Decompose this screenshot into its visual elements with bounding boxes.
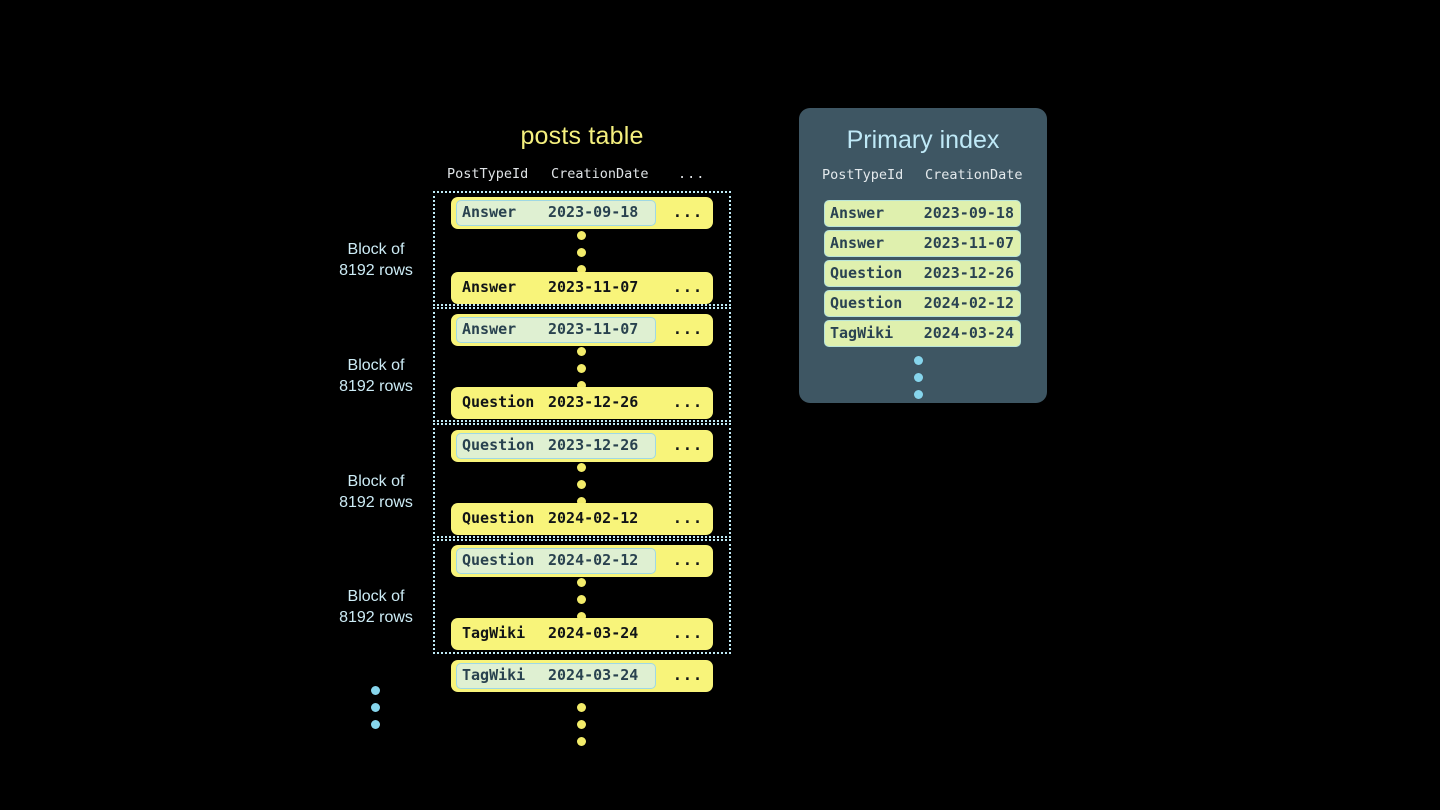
row-ellipsis: ... <box>672 320 703 338</box>
row-ellipsis: ... <box>672 436 703 454</box>
row-ellipsis: ... <box>672 393 703 411</box>
index-row-posttypeid: Question <box>830 264 903 282</box>
row-creationdate: 2023-11-07 <box>548 278 639 296</box>
table-row[interactable]: Question 2023-12-26 ... <box>451 430 713 462</box>
row-creationdate: 2023-12-26 <box>548 436 639 454</box>
row-posttypeid: Answer <box>462 278 517 296</box>
row-posttypeid: TagWiki <box>462 624 526 642</box>
block-1-label: Block of 8192 rows <box>316 239 436 281</box>
block-2 <box>433 307 731 422</box>
index-row-creationdate: 2023-09-18 <box>923 204 1014 222</box>
column-header-creationdate: CreationDate <box>551 166 649 182</box>
row-creationdate: 2023-09-18 <box>548 203 639 221</box>
row-posttypeid: Question <box>462 436 535 454</box>
row-posttypeid: Answer <box>462 320 517 338</box>
block-4-label: Block of 8192 rows <box>316 586 436 628</box>
row-creationdate: 2024-03-24 <box>548 666 639 684</box>
block-2-label-line1: Block of <box>347 357 405 374</box>
block-2-label-line2: 8192 rows <box>339 378 413 395</box>
primary-index-panel: Primary index PostTypeId CreationDate An… <box>799 108 1047 403</box>
posts-table-title: posts table <box>520 122 644 150</box>
table-row[interactable]: TagWiki 2024-03-24 ... <box>451 660 713 692</box>
index-row[interactable]: Question 2024-02-12 <box>824 290 1021 317</box>
table-row[interactable]: Question 2023-12-26 ... <box>451 387 713 419</box>
table-row[interactable]: Answer 2023-11-07 ... <box>451 314 713 346</box>
row-ellipsis: ... <box>672 509 703 527</box>
row-ellipsis: ... <box>672 203 703 221</box>
row-creationdate: 2024-02-12 <box>548 509 639 527</box>
row-continuation-dots <box>577 578 586 629</box>
row-posttypeid: Question <box>462 551 535 569</box>
block-2-label: Block of 8192 rows <box>316 355 436 397</box>
row-ellipsis: ... <box>672 624 703 642</box>
index-row-creationdate: 2023-12-26 <box>923 264 1014 282</box>
block-1-label-line2: 8192 rows <box>339 262 413 279</box>
block-1 <box>433 191 731 306</box>
index-mark-highlight <box>456 317 656 343</box>
index-row-posttypeid: Answer <box>830 234 885 252</box>
primary-index-column-headers: PostTypeId CreationDate <box>799 167 1047 187</box>
index-mark-highlight <box>456 548 656 574</box>
block-4 <box>433 539 731 654</box>
primary-index-title: Primary index <box>846 126 1000 154</box>
row-ellipsis: ... <box>672 278 703 296</box>
table-row[interactable]: Question 2024-02-12 ... <box>451 545 713 577</box>
row-continuation-dots <box>577 347 586 398</box>
block-3-label-line2: 8192 rows <box>339 494 413 511</box>
index-mark-highlight <box>456 663 656 689</box>
index-row-posttypeid: Question <box>830 294 903 312</box>
row-posttypeid: TagWiki <box>462 666 526 684</box>
row-continuation-dots <box>577 463 586 514</box>
index-row-posttypeid: Answer <box>830 204 885 222</box>
row-creationdate: 2024-02-12 <box>548 551 639 569</box>
row-posttypeid: Question <box>462 393 535 411</box>
block-4-label-line2: 8192 rows <box>339 609 413 626</box>
index-row[interactable]: TagWiki 2024-03-24 <box>824 320 1021 347</box>
block-continuation-dots <box>371 686 380 737</box>
table-continuation-dots <box>577 703 586 754</box>
index-row[interactable]: Question 2023-12-26 <box>824 260 1021 287</box>
row-posttypeid: Answer <box>462 203 517 221</box>
index-column-header-creationdate: CreationDate <box>925 167 1023 183</box>
index-row-creationdate: 2023-11-07 <box>923 234 1014 252</box>
index-continuation-dots <box>914 356 923 407</box>
posts-table-column-headers: PostTypeId CreationDate ... <box>431 166 733 186</box>
block-1-label-line1: Block of <box>347 241 405 258</box>
row-creationdate: 2023-11-07 <box>548 320 639 338</box>
row-creationdate: 2024-03-24 <box>548 624 639 642</box>
row-continuation-dots <box>577 231 586 282</box>
index-mark-highlight <box>456 433 656 459</box>
block-3-label-line1: Block of <box>347 473 405 490</box>
column-header-ellipsis: ... <box>678 166 706 182</box>
table-row[interactable]: Answer 2023-09-18 ... <box>451 197 713 229</box>
index-row[interactable]: Answer 2023-11-07 <box>824 230 1021 257</box>
block-3 <box>433 423 731 538</box>
index-row-creationdate: 2024-02-12 <box>923 294 1014 312</box>
table-row[interactable]: TagWiki 2024-03-24 ... <box>451 618 713 650</box>
row-ellipsis: ... <box>672 666 703 684</box>
table-row[interactable]: Question 2024-02-12 ... <box>451 503 713 535</box>
table-row[interactable]: Answer 2023-11-07 ... <box>451 272 713 304</box>
index-row-posttypeid: TagWiki <box>830 324 894 342</box>
index-column-header-posttypeid: PostTypeId <box>822 167 904 183</box>
row-creationdate: 2023-12-26 <box>548 393 639 411</box>
index-mark-highlight <box>456 200 656 226</box>
index-row[interactable]: Answer 2023-09-18 <box>824 200 1021 227</box>
column-header-posttypeid: PostTypeId <box>447 166 529 182</box>
row-posttypeid: Question <box>462 509 535 527</box>
row-ellipsis: ... <box>672 551 703 569</box>
block-4-label-line1: Block of <box>347 588 405 605</box>
index-row-creationdate: 2024-03-24 <box>923 324 1014 342</box>
block-3-label: Block of 8192 rows <box>316 471 436 513</box>
